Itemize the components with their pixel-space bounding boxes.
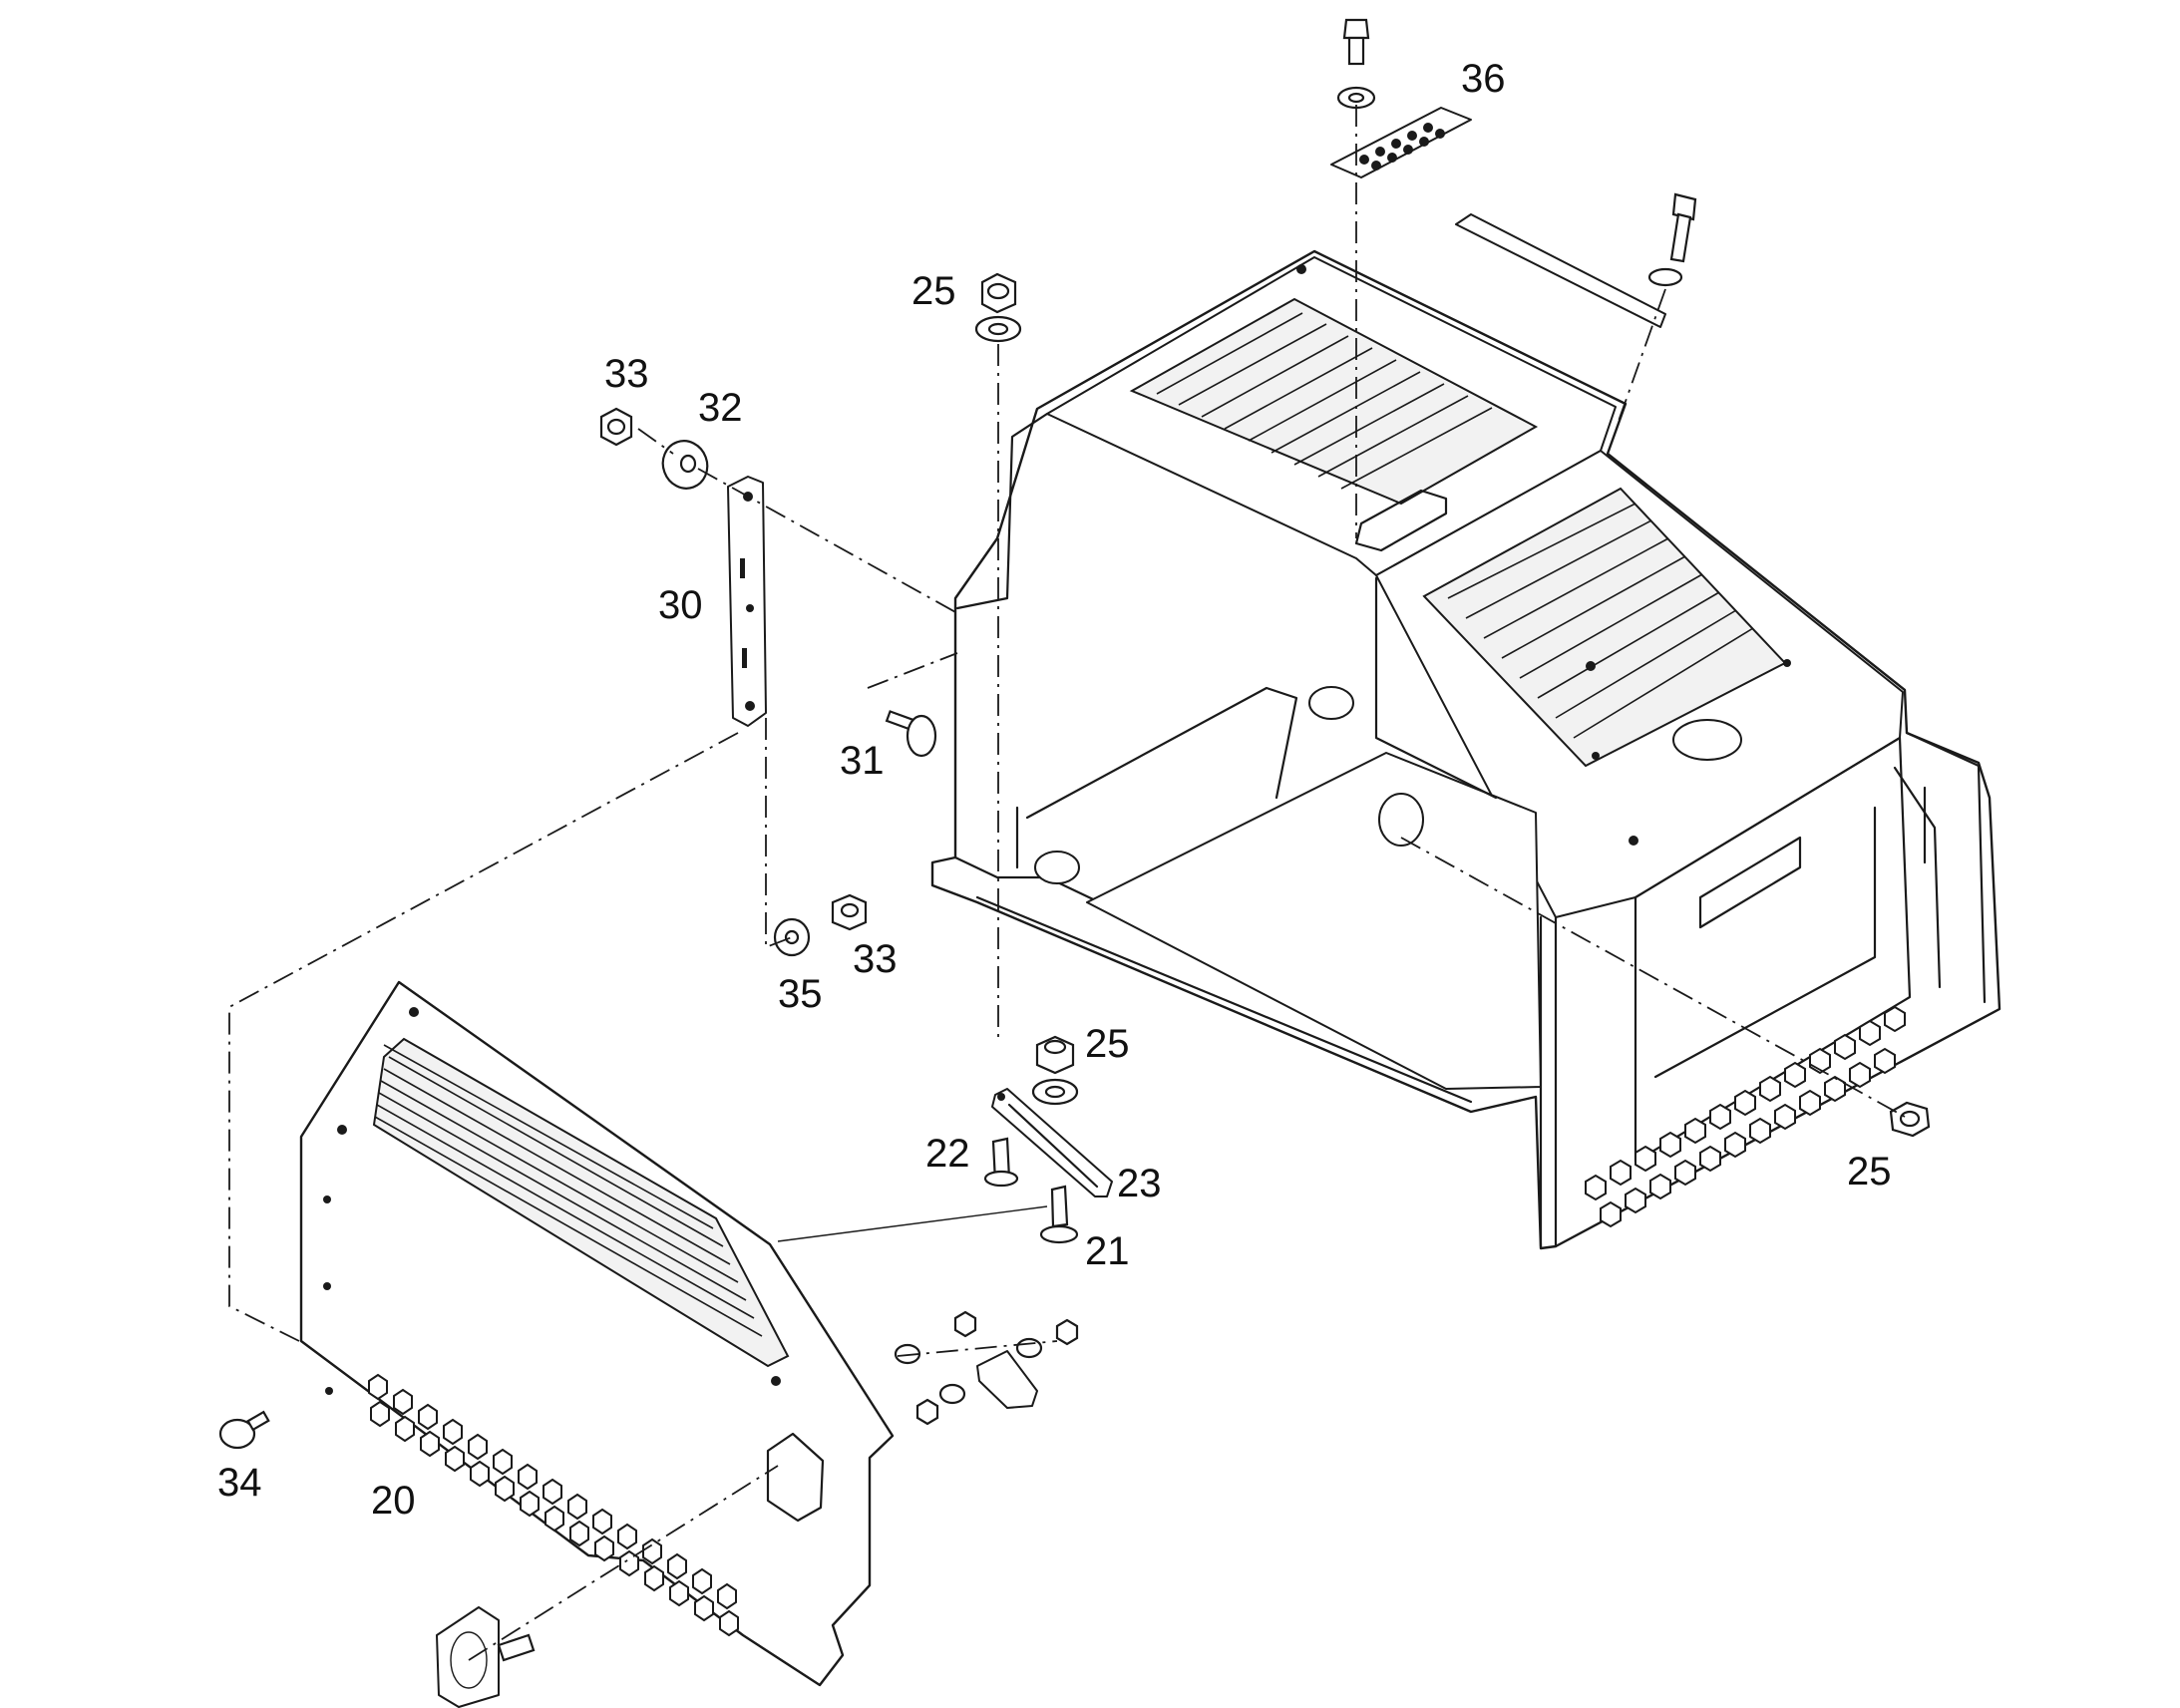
latch-hardware xyxy=(894,1310,1079,1426)
nut-33-top xyxy=(599,407,633,447)
bolt-22 xyxy=(983,1137,1019,1188)
bolt-21 xyxy=(1039,1185,1079,1244)
callout-34: 34 xyxy=(217,1461,262,1505)
callout-31: 31 xyxy=(840,739,885,783)
callout-25-mid: 25 xyxy=(1085,1022,1130,1066)
callout-22: 22 xyxy=(925,1132,970,1176)
washer-32 xyxy=(661,440,709,490)
side-panel-20 xyxy=(299,980,895,1687)
plug-34 xyxy=(218,1410,270,1450)
hood-housing xyxy=(930,249,2001,1250)
callout-labels: 36 25 33 32 30 31 33 35 25 22 23 21 25 3… xyxy=(217,57,1892,1523)
nut-33-bottom xyxy=(831,893,868,931)
front-grill-slats xyxy=(1447,503,1754,739)
callout-33-top: 33 xyxy=(604,352,649,396)
callout-23: 23 xyxy=(1117,1162,1162,1205)
callout-32: 32 xyxy=(698,386,743,430)
side-vents xyxy=(1585,1005,1906,1228)
callout-33-bottom: 33 xyxy=(853,937,898,981)
panel-grill-slats xyxy=(374,1044,763,1337)
top-bolt xyxy=(1336,18,1376,110)
nut-25-mid xyxy=(1031,1035,1079,1106)
panel-lock xyxy=(436,1606,536,1708)
roof-grill-slats xyxy=(1156,312,1493,490)
callout-35: 35 xyxy=(778,972,823,1016)
callout-20: 20 xyxy=(371,1479,416,1523)
nut-25-right xyxy=(1889,1101,1931,1138)
nut-25-top xyxy=(974,272,1022,343)
grill-plate-36 xyxy=(1330,107,1472,178)
latch-bar-23 xyxy=(991,1088,1113,1197)
plug-31 xyxy=(885,710,937,758)
callout-25-top: 25 xyxy=(911,269,956,313)
bracket-30 xyxy=(727,476,767,727)
washer-35 xyxy=(773,917,811,957)
callout-36: 36 xyxy=(1461,57,1506,101)
callout-25-right: 25 xyxy=(1847,1150,1892,1194)
leader-lines xyxy=(228,105,1906,1661)
callout-21: 21 xyxy=(1085,1229,1130,1273)
callout-30: 30 xyxy=(658,583,703,627)
panel-vents xyxy=(368,1373,739,1637)
rear-strip xyxy=(1455,192,1697,328)
